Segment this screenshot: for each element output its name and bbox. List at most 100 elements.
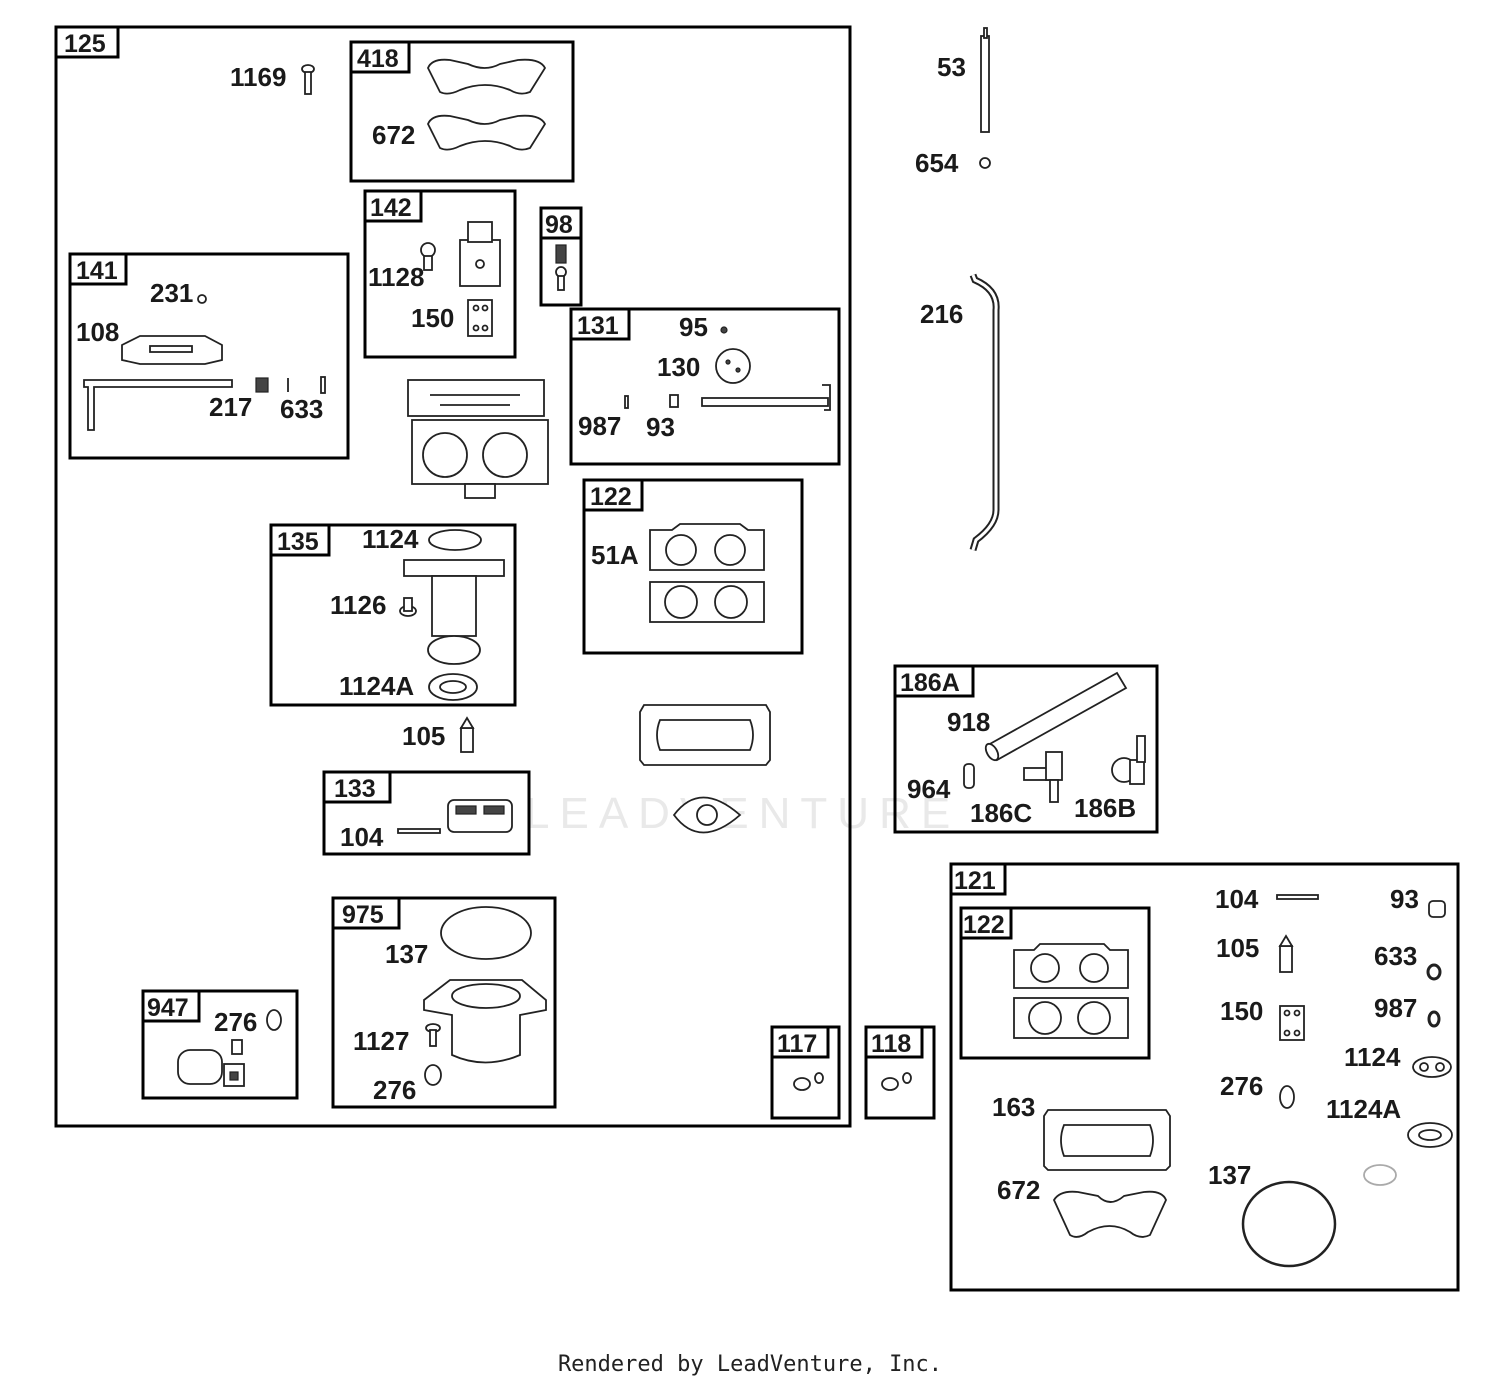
- part-1126-label: 1126: [330, 590, 386, 620]
- carburetor-body-icon: [407, 379, 549, 499]
- part-1169-label: 1169: [230, 62, 286, 92]
- part-1124Ab-label: 1124A: [1326, 1094, 1401, 1124]
- group-133-label: 133: [334, 775, 376, 803]
- group-186A[interactable]: 186A: [893, 664, 1159, 834]
- part-150b-label: 150: [1220, 996, 1263, 1026]
- plug-118-icon: [881, 1072, 912, 1091]
- washer-276b-icon: [266, 1009, 282, 1031]
- gasket-150b-icon: [1279, 1005, 1305, 1041]
- part-163-label: 163: [992, 1092, 1035, 1122]
- group-125[interactable]: 125: [54, 25, 852, 1128]
- group-121[interactable]: 121: [949, 862, 1460, 1292]
- group-117[interactable]: 117: [770, 1025, 841, 1120]
- shaft-131-icon: [701, 384, 831, 411]
- part-51A-label: 51A: [591, 540, 639, 570]
- bolt-1169-icon: [301, 64, 315, 95]
- part-93-label: 93: [646, 412, 675, 442]
- seal-ghost-icon: [1363, 1164, 1397, 1186]
- group-125-label: 125: [64, 30, 106, 58]
- screw-95-icon: [720, 326, 728, 334]
- gasket-418-icon: [427, 58, 547, 95]
- shaft-53-icon: [980, 27, 990, 133]
- part-231-label: 231: [150, 278, 193, 308]
- group-141-label: 141: [76, 257, 118, 285]
- fitting-186B-icon: [1111, 735, 1146, 785]
- group-135-label: 135: [277, 528, 319, 556]
- group-122-left-label: 122: [590, 483, 632, 511]
- part-104-label: 104: [340, 822, 384, 852]
- part-186B-label: 186B: [1074, 793, 1136, 823]
- group-142-label: 142: [370, 194, 412, 222]
- part-672b-label: 672: [997, 1175, 1040, 1205]
- bracket-142-icon: [459, 221, 501, 287]
- pin-987-icon: [624, 395, 629, 409]
- group-142[interactable]: 142: [363, 189, 517, 359]
- gasket-122-right-icon: [1013, 943, 1129, 1039]
- part-95-label: 95: [679, 312, 708, 342]
- bushing-93b-icon: [1428, 900, 1446, 918]
- group-133[interactable]: 133: [322, 770, 531, 856]
- gasket-oval-icon: [672, 796, 742, 834]
- gasket-672b-icon: [1052, 1190, 1167, 1238]
- part-1127-label: 1127: [353, 1026, 409, 1056]
- gasket-672-icon: [427, 114, 547, 151]
- group-418[interactable]: 418: [349, 40, 575, 183]
- solenoid-947-icon: [177, 1039, 245, 1087]
- group-122-right-label: 122: [963, 911, 1005, 939]
- part-1124b-label: 1124: [1344, 1042, 1401, 1072]
- part-1124A-label: 1124A: [339, 671, 414, 701]
- part-987b-label: 987: [1374, 993, 1417, 1023]
- seal-654-icon: [979, 157, 991, 169]
- group-947[interactable]: 947: [141, 989, 299, 1100]
- footer-credit: Rendered by LeadVenture, Inc.: [557, 1352, 943, 1377]
- fitting-186C-icon: [1023, 751, 1063, 803]
- part-276b-label: 276: [214, 1007, 257, 1037]
- part-108-label: 108: [76, 317, 119, 347]
- gasket-51A-icon: [649, 523, 765, 623]
- needle-105-icon: [459, 716, 475, 753]
- part-276-label: 276: [373, 1075, 416, 1105]
- needle-105b-icon: [1278, 934, 1294, 973]
- screw-1126-icon: [399, 597, 417, 617]
- group-121-label: 121: [954, 867, 996, 895]
- group-118[interactable]: 118: [864, 1025, 936, 1120]
- group-135[interactable]: 135: [269, 523, 517, 707]
- link-216-inner: [971, 274, 998, 551]
- part-105-label: 105: [402, 721, 445, 751]
- gasket-1124A-icon: [428, 673, 478, 701]
- part-104b-label: 104: [1215, 884, 1259, 914]
- washer-276-icon: [424, 1064, 442, 1086]
- group-98-label: 98: [545, 211, 573, 239]
- hose-918-icon: [984, 671, 1128, 762]
- part-137-label: 137: [385, 939, 428, 969]
- o-ring-137-icon: [440, 906, 532, 960]
- group-141[interactable]: 141: [68, 252, 350, 460]
- group-947-label: 947: [147, 994, 189, 1022]
- group-131[interactable]: 131: [569, 307, 841, 466]
- part-53-label: 53: [937, 52, 966, 82]
- part-217-label: 217: [209, 392, 252, 422]
- gasket-150-icon: [467, 299, 493, 337]
- shaft-141-icon: [83, 376, 326, 431]
- part-186C-label: 186C: [970, 798, 1032, 828]
- bushing-93-icon: [669, 394, 679, 408]
- group-131-label: 131: [577, 312, 619, 340]
- plug-117-icon: [793, 1072, 824, 1091]
- part-654-label: 654: [915, 148, 959, 178]
- part-987-label: 987: [578, 411, 621, 441]
- screw-231-icon: [197, 294, 207, 304]
- group-98[interactable]: 98: [539, 206, 583, 307]
- plate-130-icon: [715, 348, 751, 384]
- group-975[interactable]: 975: [331, 896, 557, 1109]
- part-105b-label: 105: [1216, 933, 1259, 963]
- group-122-left[interactable]: 122: [582, 478, 804, 655]
- part-276c-label: 276: [1220, 1071, 1263, 1101]
- pin-104b-icon: [1276, 894, 1319, 900]
- group-122-right[interactable]: 122: [959, 906, 1151, 1060]
- o-ring-137b-icon: [1241, 1180, 1337, 1268]
- gasket-1124Ab-icon: [1407, 1122, 1453, 1148]
- seal-987b-icon: [1427, 1010, 1441, 1028]
- part-216-label: 216: [920, 299, 963, 329]
- part-1124-label: 1124: [362, 524, 419, 554]
